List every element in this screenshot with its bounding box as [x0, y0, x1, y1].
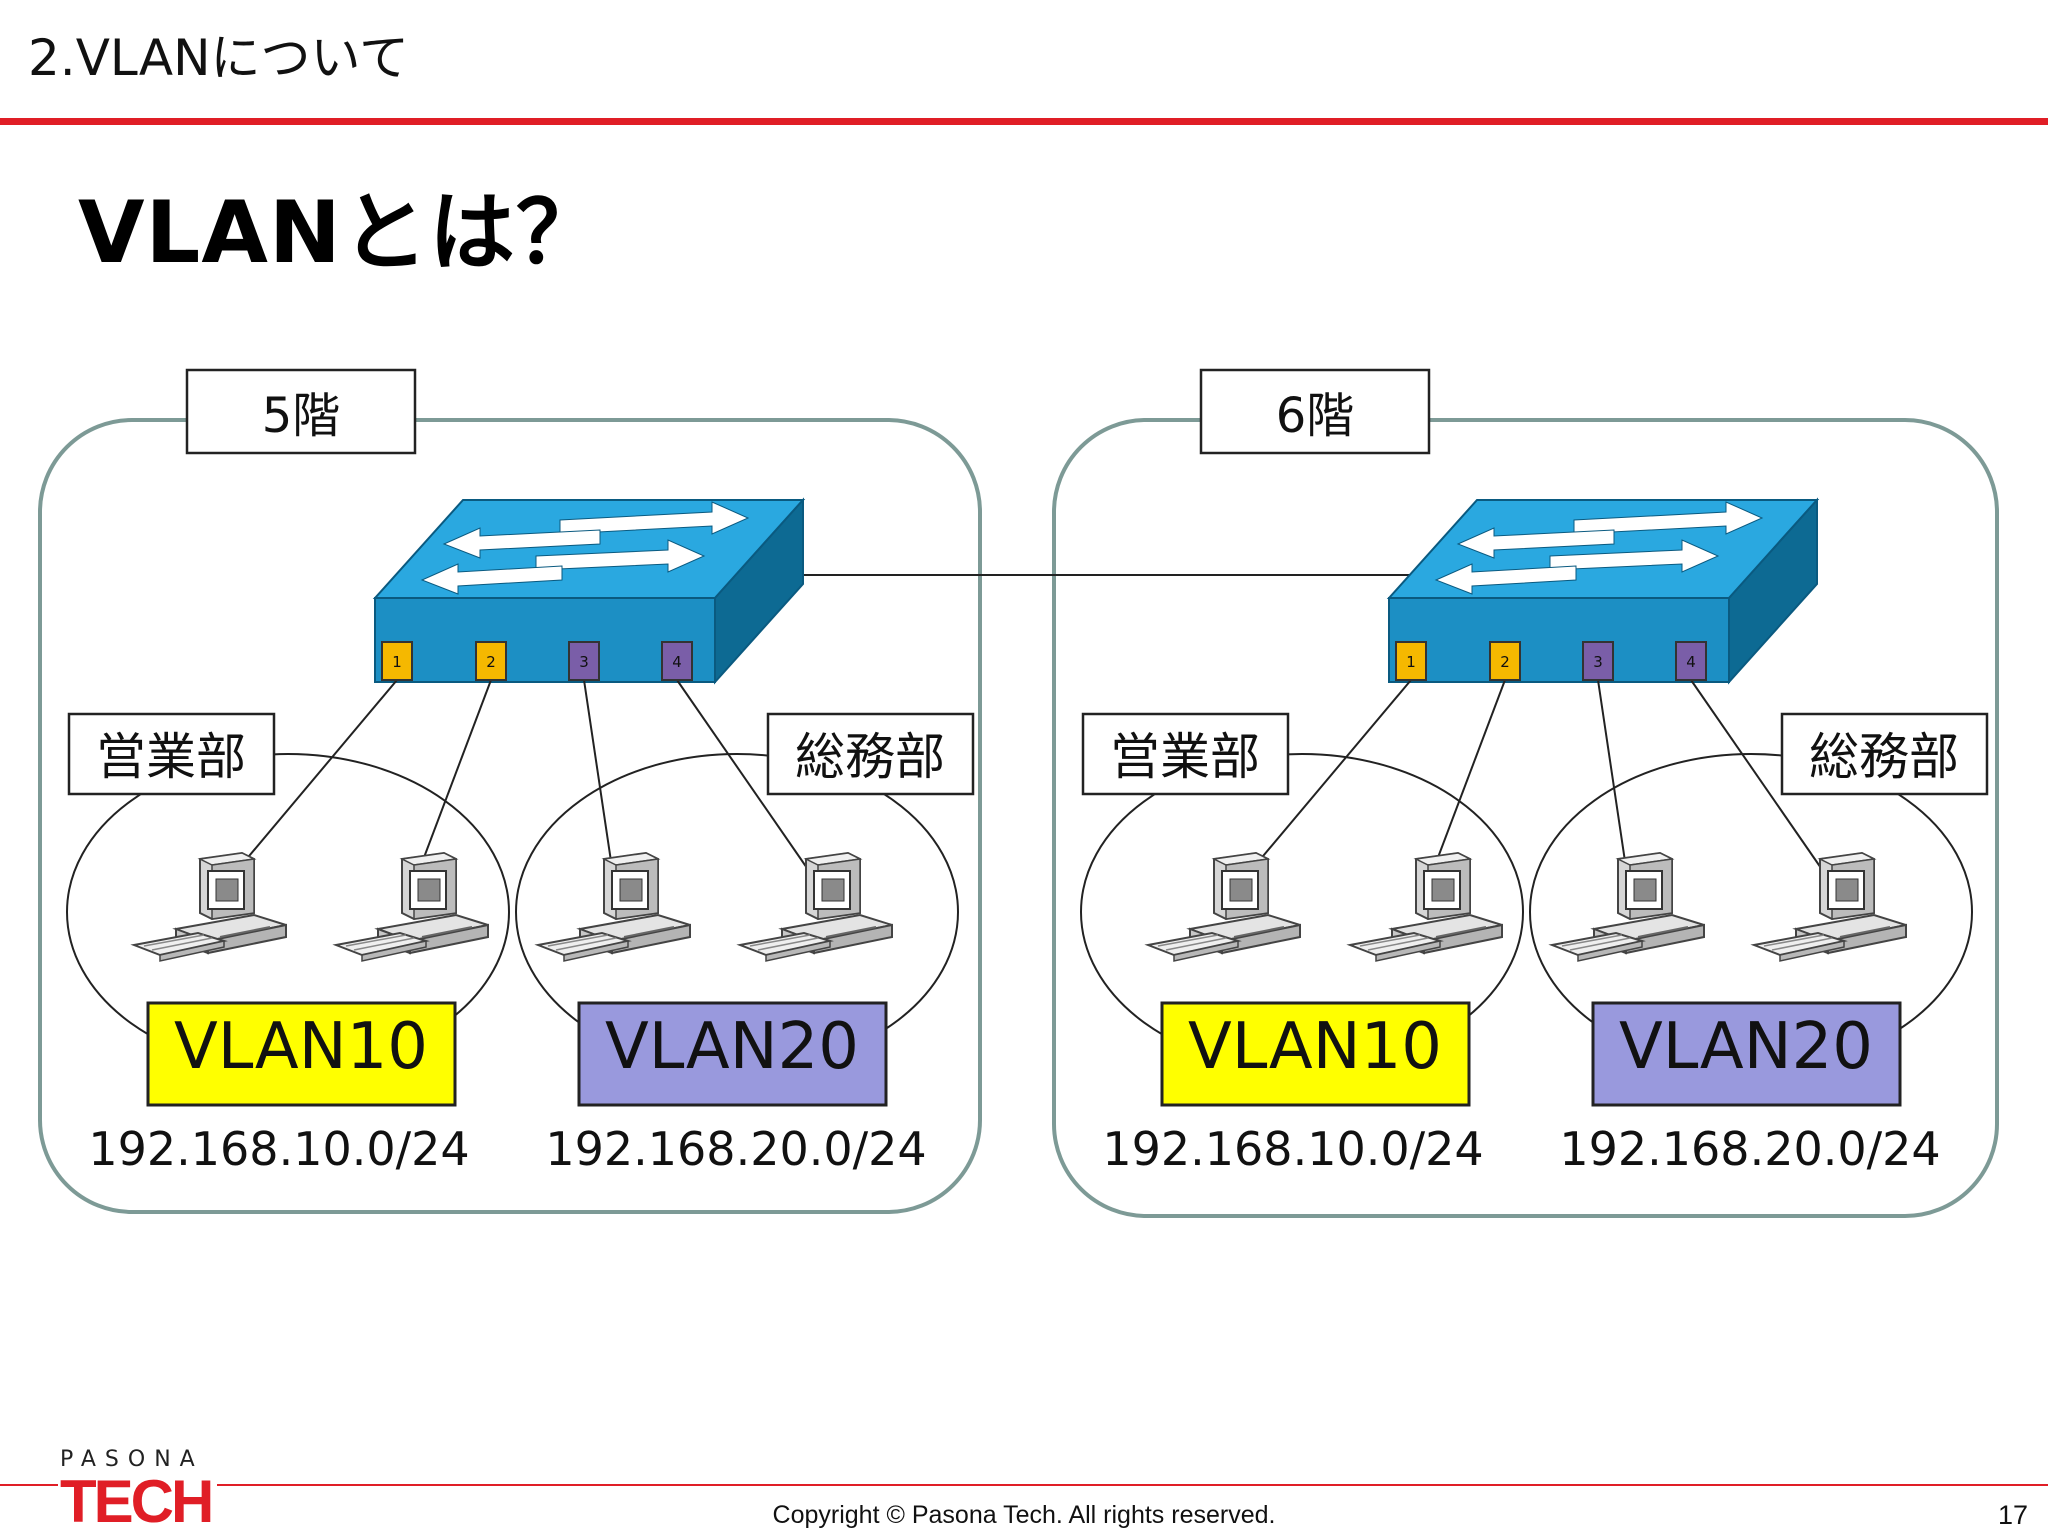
- port-label: 1: [1406, 653, 1416, 671]
- dept-label-box: [1780, 712, 1989, 796]
- dept-label: 総務部: [1809, 728, 1959, 786]
- switch-icon: [1386, 497, 1820, 685]
- port: [381, 641, 413, 681]
- slide-title: VLANとは？: [78, 183, 603, 283]
- cable: [1690, 679, 1822, 869]
- vlan-box: [577, 1001, 888, 1107]
- cable: [1597, 679, 1627, 869]
- port-label: 3: [1593, 653, 1603, 671]
- port: [475, 641, 507, 681]
- port-label: 1: [392, 653, 402, 671]
- floor-label: 5階: [262, 388, 341, 444]
- switch-arrow: [420, 563, 563, 595]
- cable: [1433, 679, 1506, 869]
- switch-arrow: [1456, 527, 1615, 559]
- floor-label-box: [185, 368, 417, 455]
- vlan-label: VLAN10: [1188, 1010, 1442, 1084]
- floor-5: 5階 1 2 3 4 営業部 VLAN10 192.168.10.0/24 総務部 VLAN20 1…: [66, 368, 975, 1176]
- floor-label-box: [1199, 368, 1431, 455]
- switch-arrow: [1434, 563, 1577, 595]
- dept-label-box: [1081, 712, 1290, 796]
- vlan-box: [1160, 1001, 1471, 1107]
- subnet-label: 192.168.10.0/24: [1102, 1122, 1483, 1176]
- cable: [238, 679, 398, 869]
- dept-label: 営業部: [1110, 728, 1260, 786]
- port: [1489, 641, 1521, 681]
- vlan-label: VLAN10: [174, 1010, 428, 1084]
- floor-6: 6階 1 2 3 4 営業部 VLAN10 192.168.10.0/24 総務部 VLAN20 1…: [1080, 368, 1989, 1176]
- subnet-label: 192.168.20.0/24: [545, 1122, 926, 1176]
- brand-logo-top: PASONA: [60, 1447, 204, 1472]
- vlan-label: VLAN20: [1619, 1010, 1873, 1084]
- footer-divider: [0, 1484, 2048, 1486]
- port: [1582, 641, 1614, 681]
- cable: [583, 679, 613, 869]
- floor-label: 6階: [1276, 388, 1355, 444]
- vlan-label: VLAN20: [605, 1010, 859, 1084]
- brand-logo-main: TECH: [58, 1470, 218, 1534]
- page-number: 17: [1997, 1500, 2028, 1530]
- cable: [1252, 679, 1412, 869]
- vlan-box: [1591, 1001, 1902, 1107]
- port: [1675, 641, 1707, 681]
- header-divider: [0, 118, 2048, 125]
- port: [661, 641, 693, 681]
- cable: [419, 679, 492, 869]
- dept-label-box: [766, 712, 975, 796]
- port-label: 2: [1500, 653, 1510, 671]
- port-label: 3: [579, 653, 589, 671]
- switch-side: [714, 497, 804, 685]
- switch-side: [1728, 497, 1818, 685]
- port-label: 2: [486, 653, 496, 671]
- section-title: 2.VLANについて: [28, 29, 410, 87]
- port: [1395, 641, 1427, 681]
- cable: [676, 679, 808, 869]
- dept-label-box: [67, 712, 276, 796]
- dept-label: 営業部: [96, 728, 246, 786]
- subnet-label: 192.168.10.0/24: [88, 1122, 469, 1176]
- copyright-text: Copyright © Pasona Tech. All rights rese…: [772, 1501, 1276, 1529]
- subnet-label: 192.168.20.0/24: [1559, 1122, 1940, 1176]
- dept-label: 総務部: [795, 728, 945, 786]
- vlan-box: [146, 1001, 457, 1107]
- switch-arrow: [442, 527, 601, 559]
- port-label: 4: [1686, 653, 1696, 671]
- switch-icon: [372, 497, 806, 685]
- port-label: 4: [672, 653, 682, 671]
- port: [568, 641, 600, 681]
